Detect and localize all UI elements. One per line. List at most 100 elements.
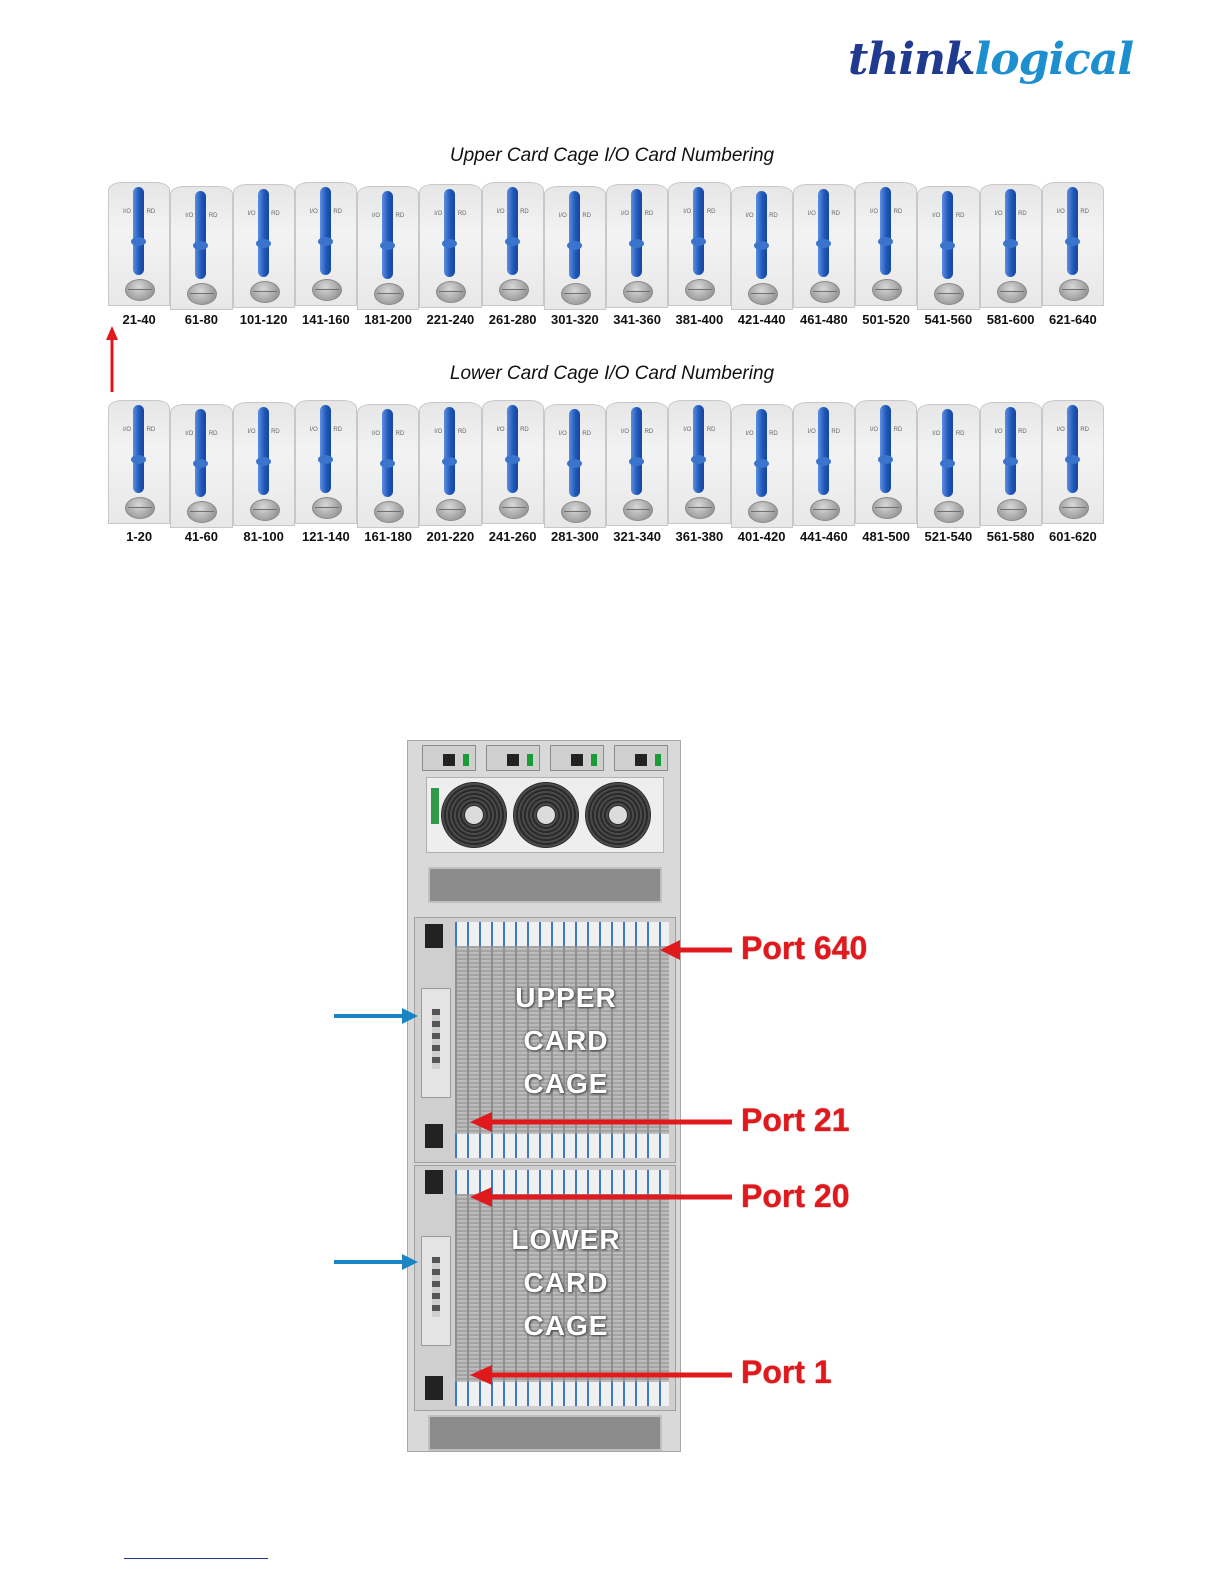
- thumbscrew-icon: [1058, 497, 1089, 519]
- io-card-text-right: RD: [457, 211, 467, 217]
- io-card-text-left: I/O: [994, 211, 1003, 217]
- io-card-text-right: RD: [955, 213, 965, 219]
- io-card-text-right: RD: [893, 427, 903, 433]
- thumbscrew-icon: [311, 279, 342, 301]
- card-lever: [442, 189, 458, 277]
- card-range-label: 301-320: [551, 312, 599, 327]
- thumbscrew-icon: [934, 283, 965, 305]
- card-range-label: 41-60: [184, 529, 218, 544]
- thumbscrew-icon: [249, 281, 280, 303]
- upper-cage-word: UPPER: [515, 982, 617, 1013]
- card-range-label: 481-500: [862, 529, 910, 544]
- card-lever: [380, 191, 396, 279]
- thumbscrew-icon: [934, 501, 965, 523]
- io-card-text-right: RD: [831, 429, 840, 435]
- card-lever: [1064, 187, 1080, 275]
- thumbscrew-icon: [187, 501, 218, 523]
- io-card-text-right: RD: [706, 427, 716, 433]
- card-lever: [504, 187, 520, 275]
- upper-controller-arrow: [334, 1008, 418, 1024]
- io-card-text-left: I/O: [745, 213, 754, 219]
- card-range-label: 361-380: [675, 529, 724, 544]
- card-lever: [1064, 405, 1080, 493]
- port-640-label: Port 640: [741, 930, 868, 966]
- upper-cage-title: Upper Card Cage I/O Card Numbering: [449, 145, 775, 166]
- io-card-text-left: I/O: [621, 211, 630, 217]
- io-card-text-right: RD: [582, 213, 591, 219]
- io-card-text-left: I/O: [683, 427, 692, 433]
- card-range-label: 281-300: [551, 529, 599, 544]
- card-range-label: 461-480: [800, 312, 848, 327]
- io-card-text-right: RD: [706, 209, 716, 215]
- thumbscrew-icon: [125, 497, 156, 519]
- thumbscrew-icon: [1058, 279, 1089, 301]
- io-card-text-right: RD: [1018, 211, 1027, 217]
- io-card-text-left: I/O: [932, 431, 941, 437]
- io-card-text-left: I/O: [309, 209, 318, 215]
- thumbscrew-icon: [685, 279, 716, 301]
- io-card-text-left: I/O: [247, 211, 256, 217]
- card-lever: [1002, 189, 1018, 277]
- io-card-text-right: RD: [1018, 429, 1027, 435]
- card-range-label: 341-360: [613, 312, 661, 327]
- upper-cage-word: CARD: [523, 1025, 609, 1056]
- lower-latch-bottom: [425, 1376, 443, 1400]
- port-640-arrow: [660, 940, 732, 960]
- upper-cage-text: UPPER CARD CAGE: [455, 976, 677, 1105]
- card-lever: [940, 409, 956, 497]
- card-lever: [317, 187, 333, 275]
- io-card-text-left: I/O: [185, 431, 194, 437]
- port-1-label: Port 1: [741, 1354, 832, 1390]
- io-card-text-left: I/O: [807, 429, 816, 435]
- io-card-text-left: I/O: [372, 213, 381, 219]
- io-card-text-right: RD: [582, 431, 591, 437]
- upper-cage-word: CAGE: [523, 1068, 609, 1099]
- card-lever: [629, 407, 645, 495]
- thumbscrew-icon: [685, 497, 716, 519]
- card-range-label: 21-40: [122, 312, 156, 327]
- card-range-label: 421-440: [737, 312, 786, 327]
- thumbscrew-icon: [747, 501, 778, 523]
- io-card-text-right: RD: [769, 213, 778, 219]
- io-card-text-right: RD: [146, 209, 156, 215]
- io-card: I/O RD: [792, 402, 855, 526]
- card-lever: [193, 409, 209, 497]
- card-lever: [815, 189, 831, 277]
- card-range-label: 221-240: [426, 312, 475, 327]
- io-card-text-left: I/O: [558, 431, 567, 437]
- lower-controller-card: [421, 1236, 451, 1346]
- port-20-arrow: [470, 1187, 732, 1207]
- fan: [513, 782, 579, 848]
- fan: [585, 782, 651, 848]
- card-lever: [629, 189, 645, 277]
- thumbscrew-icon: [560, 501, 591, 523]
- card-lever: [940, 191, 956, 279]
- sequence-arrow-icon: [106, 326, 118, 392]
- io-card-text-left: I/O: [496, 427, 505, 433]
- io-card-text-right: RD: [893, 209, 903, 215]
- card-range-label: 141-160: [302, 312, 350, 327]
- io-card-text-left: I/O: [247, 429, 256, 435]
- card-lever: [753, 409, 769, 497]
- status-connector: [431, 788, 439, 824]
- card-range-label: 241-260: [488, 529, 537, 544]
- card-range-label: 601-620: [1049, 529, 1097, 544]
- io-card-text-left: I/O: [123, 427, 132, 433]
- card-range-label: 101-120: [239, 312, 288, 327]
